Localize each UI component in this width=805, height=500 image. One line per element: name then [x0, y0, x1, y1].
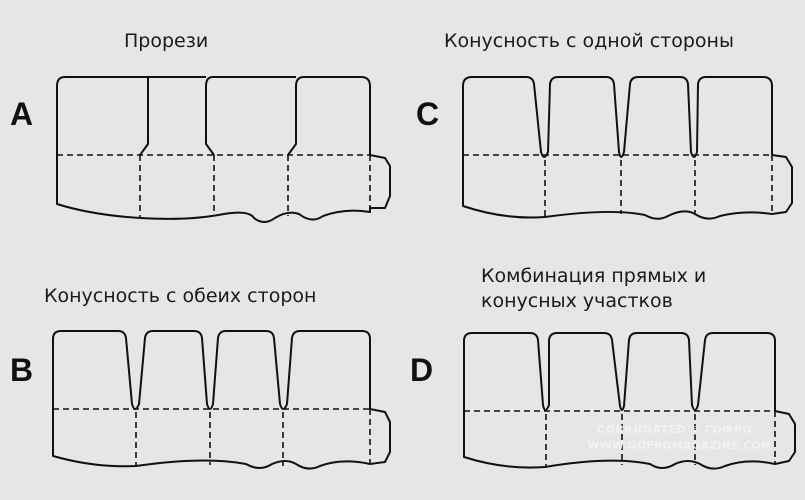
blank-d-outline	[463, 332, 796, 470]
blank-d-combination	[463, 332, 796, 470]
blank-a-straight-slots	[56, 76, 391, 223]
blank-b-outline	[52, 330, 391, 470]
panel-c-title: Конусность с одной стороны	[444, 30, 734, 52]
panel-b-letter: B	[10, 352, 34, 388]
panel-b-title: Конусность с обеих сторон	[44, 285, 317, 307]
panel-a-title: Прорези	[124, 30, 209, 52]
panel-a-letter: A	[10, 96, 34, 132]
blank-c-taper-one-side	[462, 76, 793, 220]
panel-d-letter: D	[410, 352, 434, 388]
watermark-url: WWW.GOFROMAGAZINE.COM	[588, 440, 772, 452]
blank-a-outline	[56, 76, 391, 223]
watermark-brand: CORRUGATED ◎ ГОФРО	[597, 423, 753, 436]
panel-d-title-line2: конусных участков	[481, 290, 673, 312]
blank-c-outline	[462, 76, 793, 220]
panel-c-letter: C	[416, 96, 440, 132]
panel-d-title-line1: Комбинация прямых и	[481, 265, 707, 287]
blank-b-taper-both-sides	[52, 330, 391, 470]
